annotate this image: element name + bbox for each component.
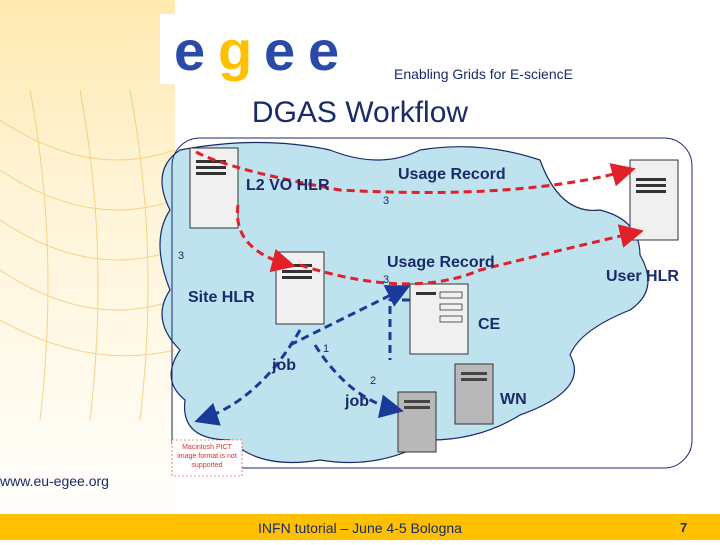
arrow-sitehlr-to-userhlr xyxy=(299,224,644,286)
svg-text:g: g xyxy=(218,19,252,82)
slide-title: DGAS Workflow xyxy=(251,96,469,129)
diagram-frame xyxy=(171,137,693,469)
pict-unsupported-note: Macintosh PICT image format is not suppo… xyxy=(177,444,237,469)
arrow-job-to-wn xyxy=(313,344,404,419)
label-usage-record-top: Usage Record xyxy=(398,166,506,183)
footer-bar xyxy=(0,514,720,540)
label-usage-record-mid: Usage Record xyxy=(387,254,495,271)
egee-logo: e g e e xyxy=(174,19,339,82)
l2-vo-hlr-server-icon xyxy=(189,147,239,229)
step-number-left: 3 xyxy=(178,250,185,262)
left-decoration-panel xyxy=(0,0,176,540)
footer-text: INFN tutorial – June 4-5 Bologna xyxy=(258,520,462,536)
label-wn: WN xyxy=(500,391,527,408)
arrow-sitehlr-job xyxy=(194,329,302,426)
page-number: 7 xyxy=(680,520,688,535)
label-job-left: job xyxy=(272,357,296,374)
arrow-sitehlr-to-l2vo xyxy=(235,204,296,273)
wn-server-icon-2 xyxy=(454,363,494,425)
step-number-one: 1 xyxy=(323,343,330,355)
wn-server-icon-1 xyxy=(397,391,437,453)
svg-text:e: e xyxy=(308,19,339,82)
grid-globe-graphic xyxy=(0,89,176,421)
header-tagline: Enabling Grids for E-sciencE xyxy=(394,66,573,82)
step-number-mid: 3 xyxy=(383,274,390,286)
label-user-hlr: User HLR xyxy=(606,268,679,285)
pict-placeholder xyxy=(171,439,243,477)
user-hlr-server-icon xyxy=(629,159,679,241)
step-number-top: 3 xyxy=(383,195,390,207)
label-site-hlr: Site HLR xyxy=(188,289,255,306)
step-number-two: 2 xyxy=(370,375,377,387)
svg-text:e: e xyxy=(264,19,295,82)
label-job-right: job xyxy=(345,393,369,410)
label-l2-vo-hlr: L2 VO HLR xyxy=(246,177,330,194)
label-ce: CE xyxy=(478,316,501,333)
egee-logo-panel: e g e e xyxy=(160,14,375,84)
website-url: www.eu-egee.org xyxy=(0,473,109,489)
ce-server-icon xyxy=(409,283,469,355)
svg-text:e: e xyxy=(174,19,205,82)
arrow-ce-to-job xyxy=(388,298,410,360)
